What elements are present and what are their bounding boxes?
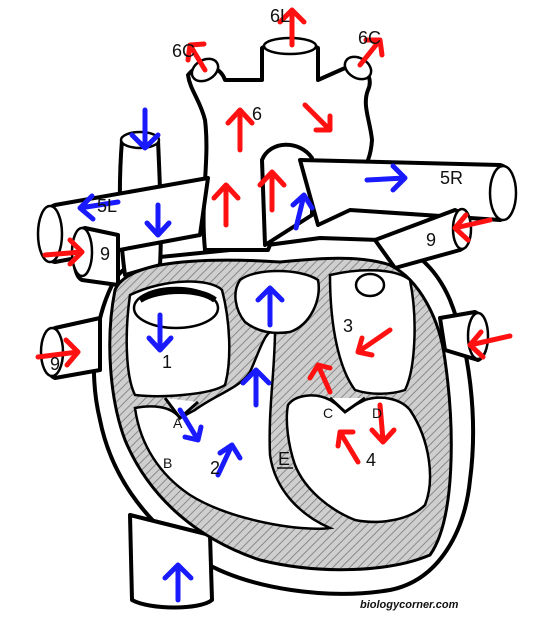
label-6c-right: 6C	[358, 28, 381, 48]
red-arrow-lv	[335, 429, 361, 465]
pulmonary-artery-left	[40, 176, 210, 264]
blue-arrow-pulmonary-trunk	[290, 192, 315, 231]
red-arrow-ascending-aorta	[211, 182, 241, 228]
mitral-valve	[328, 396, 366, 414]
label-6l: 6L	[270, 6, 290, 26]
blue-arrow-tricuspid	[177, 407, 204, 443]
vena-cava-rim	[138, 288, 217, 303]
oxygenated-flow-arrows	[35, 7, 513, 465]
label-9-right: 9	[426, 230, 436, 250]
pulmonary-artery-right-opening	[488, 164, 518, 222]
label-d: D	[372, 405, 382, 421]
red-arrow-pulmonary-vein-lower-right	[467, 329, 513, 360]
label-a: A	[173, 415, 183, 431]
red-arrow-pulmonary-vein-lower-left	[35, 337, 81, 368]
label-5r: 5R	[440, 168, 463, 188]
blue-arrow-rv	[215, 442, 243, 478]
red-arrow-aortic-valve	[307, 362, 333, 395]
label-9-lower-left: 9	[50, 354, 60, 374]
blue-arrow-outflow-low	[240, 367, 272, 408]
inferior-vena-cava	[128, 513, 214, 610]
label-4: 4	[366, 450, 376, 470]
pulmonary-artery-right	[298, 158, 517, 227]
label-1: 1	[162, 352, 172, 372]
label-5l: 5L	[97, 196, 117, 216]
label-3: 3	[343, 316, 353, 336]
pulmonary-artery-left-opening	[36, 204, 64, 264]
right-ventricle	[133, 328, 335, 530]
superior-vena-cava-inlet	[132, 286, 220, 330]
pulmonary-vein-inlet	[354, 272, 386, 298]
blue-arrow-5l	[77, 193, 121, 222]
label-b: B	[163, 455, 172, 471]
label-6c-left: 6C	[172, 41, 195, 61]
label-e: E	[278, 449, 290, 469]
red-arrow-left-atrium	[355, 327, 393, 358]
blue-arrow-right-atrium	[146, 312, 174, 353]
label-9-left: 9	[100, 244, 110, 264]
left-atrium	[328, 269, 416, 395]
red-arrow-pulmonary-vein-upper-right	[452, 212, 493, 243]
blue-arrow-outflow-high	[255, 285, 285, 328]
blue-arrow-ivc	[162, 562, 194, 603]
red-arrow-pulmonary-vein-left	[42, 237, 85, 267]
red-arrow-ascending-aorta-2	[257, 169, 287, 213]
blue-arrow-svc-lower	[144, 202, 172, 238]
blue-arrow-5r	[364, 163, 408, 193]
red-arrow-aorta-6	[225, 107, 255, 153]
red-arrow-6c-left	[185, 41, 208, 73]
blue-arrow-svc	[129, 107, 161, 151]
right-outflow-tract	[234, 269, 320, 335]
red-arrow-6l	[277, 7, 307, 48]
label-2: 2	[210, 458, 220, 478]
credit-text: biologycorner.com	[360, 599, 459, 611]
label-6: 6	[252, 104, 262, 124]
deoxygenated-flow-arrows	[77, 107, 408, 603]
label-c: C	[323, 405, 333, 421]
red-arrow-6c-right	[357, 37, 385, 68]
red-arrow-mitral	[369, 402, 397, 445]
red-arrow-aorta-right	[302, 102, 333, 133]
